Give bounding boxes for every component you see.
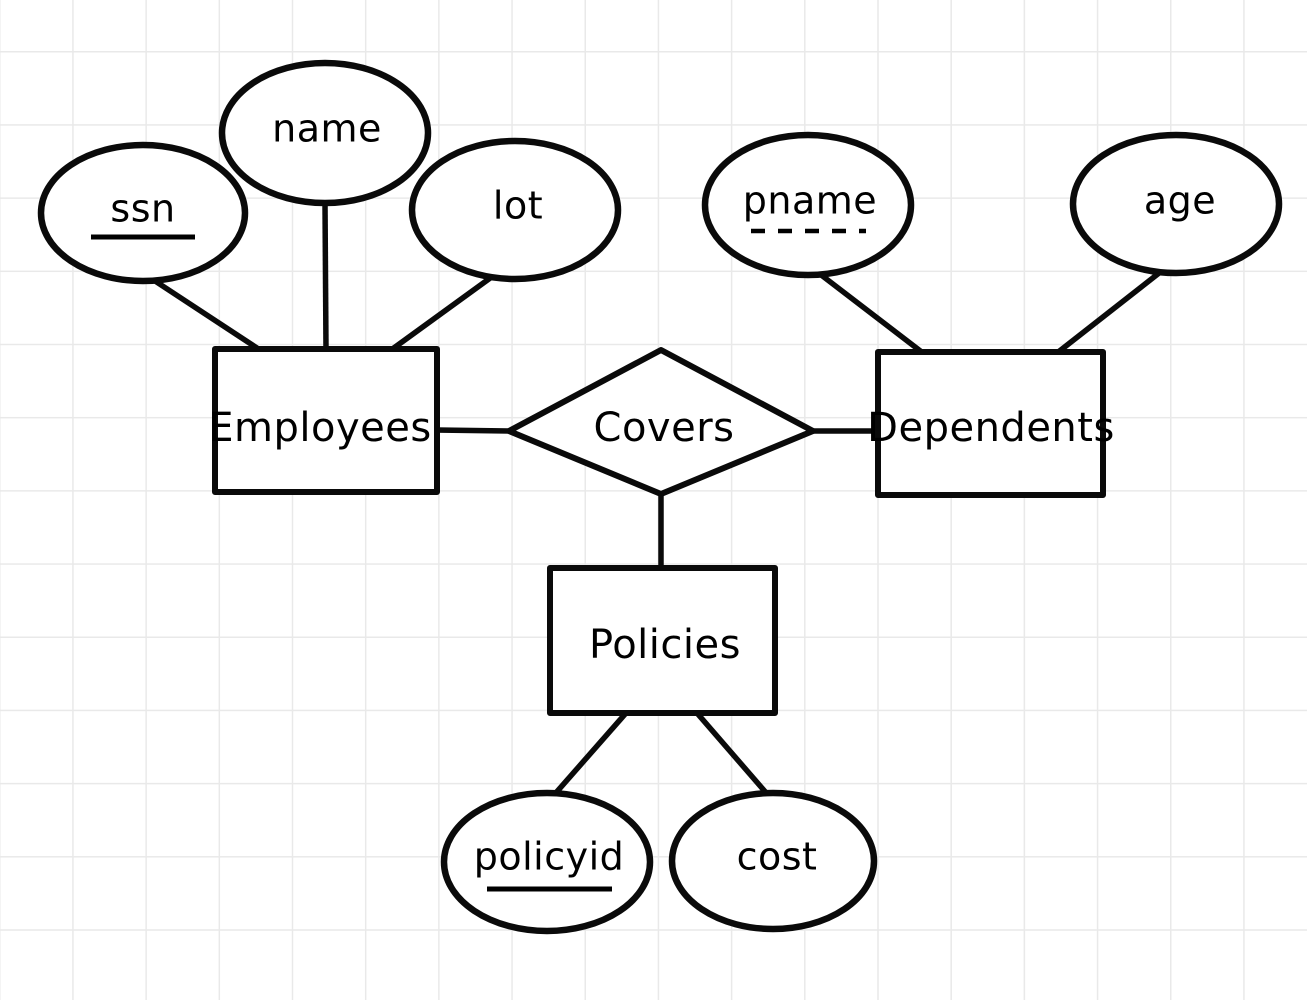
attribute-ssn[interactable]: ssn <box>37 141 249 285</box>
attribute-label-policyid: policyid <box>474 835 625 879</box>
attribute-ellipse-name[interactable] <box>218 59 432 207</box>
attribute-layer: ssn name lot pname age <box>37 59 1283 935</box>
entity-label-policies: Policies <box>589 622 741 668</box>
edge-policies-policyid <box>550 709 630 799</box>
edge-policies-cost <box>693 709 772 799</box>
attribute-policyid[interactable]: policyid <box>440 789 654 935</box>
attribute-name[interactable]: name <box>218 59 432 207</box>
attribute-ellipse-pname[interactable] <box>701 131 915 279</box>
attribute-label-pname: pname <box>743 179 877 223</box>
entity-layer: Employees Dependents Policies <box>208 346 1115 716</box>
attribute-pname[interactable]: pname <box>701 131 915 279</box>
attribute-label-cost: cost <box>737 835 818 879</box>
edge-pname-dependents <box>812 267 927 357</box>
attribute-label-ssn: ssn <box>110 187 175 231</box>
attribute-label-name: name <box>272 107 382 151</box>
edge-layer <box>148 200 1167 799</box>
relationship-covers[interactable]: Covers <box>506 347 816 497</box>
attribute-ellipse-policyid[interactable] <box>440 789 654 935</box>
edge-lot-employees <box>387 272 497 354</box>
relationship-diamond-covers[interactable] <box>506 347 816 497</box>
attribute-ellipse-ssn[interactable] <box>37 141 249 285</box>
attribute-ellipse-cost[interactable] <box>668 789 878 933</box>
attribute-label-lot: lot <box>493 184 543 228</box>
attribute-cost[interactable]: cost <box>668 789 878 933</box>
entity-box-employees[interactable] <box>212 346 440 495</box>
entity-policies[interactable]: Policies <box>547 565 778 716</box>
relationship-label-covers: Covers <box>594 405 735 451</box>
entity-label-employees: Employees <box>208 405 431 451</box>
edge-name-employees <box>322 200 329 353</box>
entity-dependents[interactable]: Dependents <box>867 349 1115 498</box>
entity-box-dependents[interactable] <box>875 349 1106 498</box>
relationship-layer: Covers <box>506 347 816 497</box>
attribute-ellipse-lot[interactable] <box>408 137 622 283</box>
entity-box-policies[interactable] <box>547 565 778 716</box>
attribute-lot[interactable]: lot <box>408 137 622 283</box>
edge-ssn-employees <box>148 275 264 354</box>
attribute-label-age: age <box>1144 179 1216 223</box>
edge-age-dependents <box>1053 266 1167 357</box>
attribute-age[interactable]: age <box>1069 131 1283 277</box>
entity-employees[interactable]: Employees <box>208 346 440 495</box>
entity-label-dependents: Dependents <box>867 405 1115 451</box>
attribute-ellipse-age[interactable] <box>1069 131 1283 277</box>
edge-employees-covers <box>434 427 515 434</box>
